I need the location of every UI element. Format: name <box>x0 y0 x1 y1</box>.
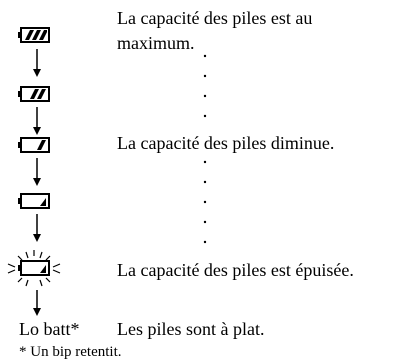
footnote: * Un bip retentit. <box>19 344 122 360</box>
dotted-connector <box>202 52 208 132</box>
arrow-down-icon <box>32 290 42 316</box>
arrow-down-icon <box>32 214 42 242</box>
full-text-line2: maximum. <box>117 33 195 53</box>
empty-text: Les piles sont à plat. <box>117 319 265 339</box>
dotted-connector <box>202 156 208 256</box>
arrow-down-icon <box>32 107 42 135</box>
battery-blinking-icon <box>6 250 62 288</box>
arrow-down-icon <box>32 49 42 77</box>
battery-one-bar-icon <box>18 137 50 153</box>
lo-batt-indicator: Lo batt* <box>19 319 80 339</box>
battery-full-icon <box>18 27 50 43</box>
arrow-down-icon <box>32 158 42 186</box>
medium-text: La capacité des piles diminue. <box>117 133 335 153</box>
low-text: La capacité des piles est épuisée. <box>117 260 354 280</box>
full-text: La capacité des piles est au <box>117 8 313 28</box>
battery-low-icon <box>18 193 50 209</box>
battery-two-bars-icon <box>18 86 50 102</box>
